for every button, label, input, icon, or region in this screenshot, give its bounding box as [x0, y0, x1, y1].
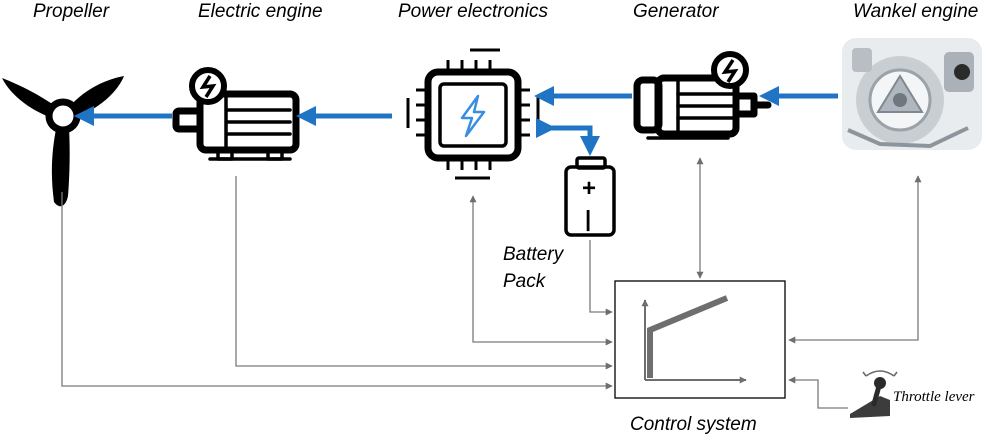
chip-icon [406, 48, 540, 180]
battery-icon: + | [564, 156, 616, 237]
control-system-label: Control system [630, 414, 757, 435]
signal-motor-to-control [235, 176, 613, 370]
battery-minus-sign: | [585, 206, 591, 231]
signal-battery-to-control [589, 240, 613, 316]
electric-motor-icon [172, 67, 300, 161]
signal-lines [61, 157, 922, 409]
signal-throttle-to-control [788, 376, 848, 409]
wankel-engine-photo [842, 38, 982, 150]
wankel-engine-label: Wankel engine [853, 1, 978, 22]
electric-engine-label: Electric engine [198, 1, 323, 22]
lightning-icon [460, 94, 486, 138]
generator-icon [633, 51, 772, 140]
battery-label-line1: Battery [503, 244, 565, 265]
control-characteristic-graph [641, 295, 747, 384]
battery-plus-sign: + [582, 175, 596, 202]
battery-label-line2: Pack [503, 271, 547, 292]
throttle-lever-icon [850, 370, 898, 418]
signal-propeller-to-control [61, 192, 613, 390]
propeller-label: Propeller [33, 1, 110, 22]
control-system-box [614, 280, 786, 399]
signal-wankel-control [788, 175, 922, 344]
power-flow-arrows [74, 86, 838, 156]
signal-pe-control [469, 195, 613, 346]
propeller-icon [2, 76, 124, 207]
power-arrow-pe-to-battery [552, 125, 600, 156]
power-electronics-label: Power electronics [398, 1, 548, 22]
throttle-lever-label: Throttle lever [893, 389, 975, 405]
generator-label: Generator [633, 1, 719, 22]
